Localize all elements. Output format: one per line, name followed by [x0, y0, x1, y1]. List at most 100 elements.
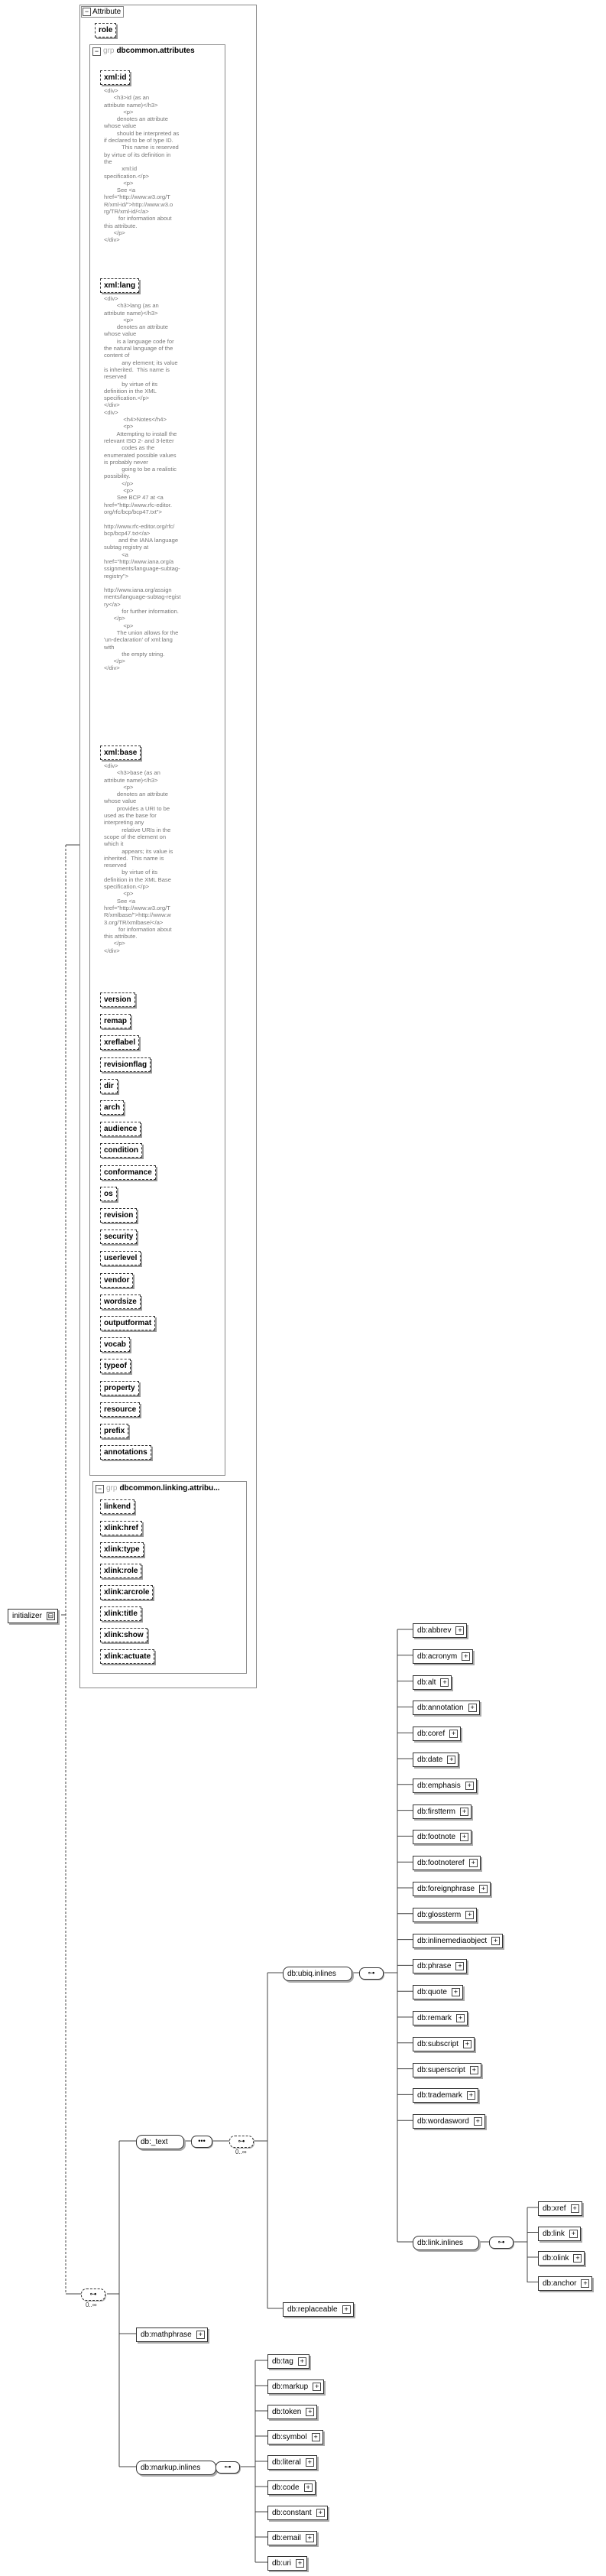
- expand-icon[interactable]: +: [455, 1626, 465, 1635]
- db-inlinemediaobject-element[interactable]: db:inlinemediaobject+: [413, 1933, 504, 1948]
- attr-condition[interactable]: condition: [100, 1143, 142, 1158]
- attr-xlink-arcrole[interactable]: xlink:arcrole: [100, 1585, 154, 1600]
- db-quote-element[interactable]: db:quote+: [413, 1985, 463, 2000]
- replaceable-element[interactable]: db:replaceable +: [283, 2302, 354, 2317]
- db-constant-element[interactable]: db:constant+: [267, 2506, 328, 2520]
- db-token-element[interactable]: db:token+: [267, 2405, 318, 2419]
- attr-annotations[interactable]: annotations: [100, 1445, 151, 1460]
- expand-icon[interactable]: +: [316, 2509, 325, 2517]
- collapse-icon[interactable]: −: [83, 8, 91, 16]
- db-foreignphrase-element[interactable]: db:foreignphrase+: [413, 1882, 491, 1896]
- expand-icon[interactable]: +: [468, 1704, 477, 1713]
- attr-role[interactable]: role: [95, 23, 117, 37]
- expand-icon[interactable]: +: [456, 2014, 465, 2022]
- expand-icon[interactable]: +: [296, 2559, 305, 2568]
- collapse-icon[interactable]: −: [92, 47, 101, 56]
- expand-icon[interactable]: +: [460, 1807, 469, 1816]
- db-emphasis-element[interactable]: db:emphasis+: [413, 1778, 477, 1793]
- expand-icon[interactable]: +: [440, 1678, 449, 1687]
- expand-icon[interactable]: +: [581, 2279, 590, 2288]
- expand-icon[interactable]: +: [313, 2383, 322, 2391]
- db-glossterm-element[interactable]: db:glossterm+: [413, 1907, 478, 1922]
- expand-icon[interactable]: +: [473, 2117, 482, 2126]
- db-footnote-element[interactable]: db:footnote+: [413, 1830, 472, 1845]
- expand-icon[interactable]: ⊟: [46, 1612, 55, 1620]
- db-trademark-element[interactable]: db:trademark+: [413, 2088, 478, 2103]
- expand-icon[interactable]: +: [297, 2357, 306, 2366]
- expand-icon[interactable]: +: [465, 1781, 474, 1790]
- markup-inlines-group[interactable]: db:markup.inlines: [136, 2461, 217, 2475]
- db-remark-element[interactable]: db:remark+: [413, 2011, 468, 2025]
- attr-xlink-type[interactable]: xlink:type: [100, 1542, 144, 1557]
- ubiq-inlines-group[interactable]: db:ubiq.inlines: [283, 1967, 352, 1981]
- expand-icon[interactable]: +: [196, 2331, 205, 2339]
- expand-icon[interactable]: +: [573, 2254, 582, 2263]
- attr-userlevel[interactable]: userlevel: [100, 1251, 141, 1266]
- expand-icon[interactable]: +: [479, 1885, 488, 1893]
- attr-property[interactable]: property: [100, 1380, 139, 1395]
- expand-icon[interactable]: +: [451, 1988, 460, 1997]
- db-email-element[interactable]: db:email+: [267, 2531, 317, 2545]
- db-abbrev-element[interactable]: db:abbrev+: [413, 1623, 468, 1638]
- attr-xml-base[interactable]: xml:base: [100, 746, 141, 760]
- attr-wordsize[interactable]: wordsize: [100, 1294, 141, 1309]
- expand-icon[interactable]: +: [305, 2458, 314, 2467]
- link-inlines-group[interactable]: db:link.inlines: [413, 2236, 480, 2250]
- initializer-element[interactable]: initializer ⊟: [8, 1609, 58, 1623]
- attr-xlink-title[interactable]: xlink:title: [100, 1606, 141, 1621]
- expand-icon[interactable]: +: [455, 1962, 465, 1971]
- attr-xml-lang[interactable]: xml:lang: [100, 278, 140, 293]
- expand-icon[interactable]: +: [491, 1936, 501, 1945]
- db-subscript-element[interactable]: db:subscript+: [413, 2036, 475, 2051]
- attr-xlink-href[interactable]: xlink:href: [100, 1521, 143, 1535]
- db-olink-element[interactable]: db:olink+: [538, 2251, 585, 2266]
- expand-icon[interactable]: +: [570, 2204, 579, 2213]
- db-code-element[interactable]: db:code+: [267, 2480, 316, 2495]
- db-wordasword-element[interactable]: db:wordasword+: [413, 2114, 485, 2129]
- expand-icon[interactable]: +: [305, 2534, 314, 2542]
- attr-linkend[interactable]: linkend: [100, 1499, 135, 1514]
- db-footnoteref-element[interactable]: db:footnoteref+: [413, 1856, 481, 1871]
- db-annotation-element[interactable]: db:annotation+: [413, 1701, 480, 1716]
- attr-outputformat[interactable]: outputformat: [100, 1316, 156, 1330]
- attr-vendor[interactable]: vendor: [100, 1272, 134, 1288]
- expand-icon[interactable]: +: [462, 1652, 471, 1661]
- link-choice-compositor[interactable]: ⊶: [489, 2237, 514, 2249]
- attr-prefix[interactable]: prefix: [100, 1424, 129, 1438]
- collapse-icon[interactable]: −: [96, 1485, 104, 1493]
- attr-audience[interactable]: audience: [100, 1122, 141, 1137]
- expand-icon[interactable]: +: [460, 1833, 469, 1842]
- db-link-element[interactable]: db:link+: [538, 2226, 581, 2241]
- db-symbol-element[interactable]: db:symbol+: [267, 2430, 323, 2444]
- attr-security[interactable]: security: [100, 1230, 138, 1245]
- db-phrase-element[interactable]: db:phrase+: [413, 1959, 468, 1974]
- db-anchor-element[interactable]: db:anchor+: [538, 2276, 593, 2291]
- db-literal-element[interactable]: db:literal+: [267, 2455, 317, 2470]
- attr-xreflabel[interactable]: xreflabel: [100, 1035, 140, 1051]
- attr-revision[interactable]: revision: [100, 1208, 138, 1223]
- ubiq-choice-compositor[interactable]: ⊶: [359, 1967, 384, 1980]
- expand-icon[interactable]: +: [447, 1756, 456, 1764]
- expand-icon[interactable]: +: [466, 2091, 475, 2100]
- attr-xlink-show[interactable]: xlink:show: [100, 1628, 147, 1642]
- expand-icon[interactable]: +: [468, 1859, 478, 1868]
- attr-xml-id[interactable]: xml:id: [100, 70, 131, 85]
- db-coref-element[interactable]: db:coref+: [413, 1727, 462, 1742]
- db-date-element[interactable]: db:date+: [413, 1753, 459, 1767]
- db-alt-element[interactable]: db:alt+: [413, 1675, 452, 1690]
- db-superscript-element[interactable]: db:superscript+: [413, 2062, 481, 2077]
- choice-compositor[interactable]: ⊶: [81, 2289, 105, 2301]
- db-firstterm-element[interactable]: db:firstterm+: [413, 1804, 472, 1819]
- expand-icon[interactable]: +: [342, 2305, 351, 2314]
- db-xref-element[interactable]: db:xref+: [538, 2201, 582, 2216]
- expand-icon[interactable]: +: [569, 2229, 578, 2238]
- db-acronym-element[interactable]: db:acronym+: [413, 1649, 474, 1664]
- expand-icon[interactable]: +: [303, 2483, 313, 2492]
- attr-xlink-role[interactable]: xlink:role: [100, 1564, 142, 1578]
- mathphrase-element[interactable]: db:mathphrase +: [136, 2327, 208, 2342]
- inner-choice-compositor[interactable]: ⊶: [229, 2136, 254, 2148]
- attr-dir[interactable]: dir: [100, 1078, 118, 1093]
- expand-icon[interactable]: +: [449, 1730, 459, 1739]
- expand-icon[interactable]: +: [462, 2039, 472, 2048]
- attr-conformance[interactable]: conformance: [100, 1165, 156, 1180]
